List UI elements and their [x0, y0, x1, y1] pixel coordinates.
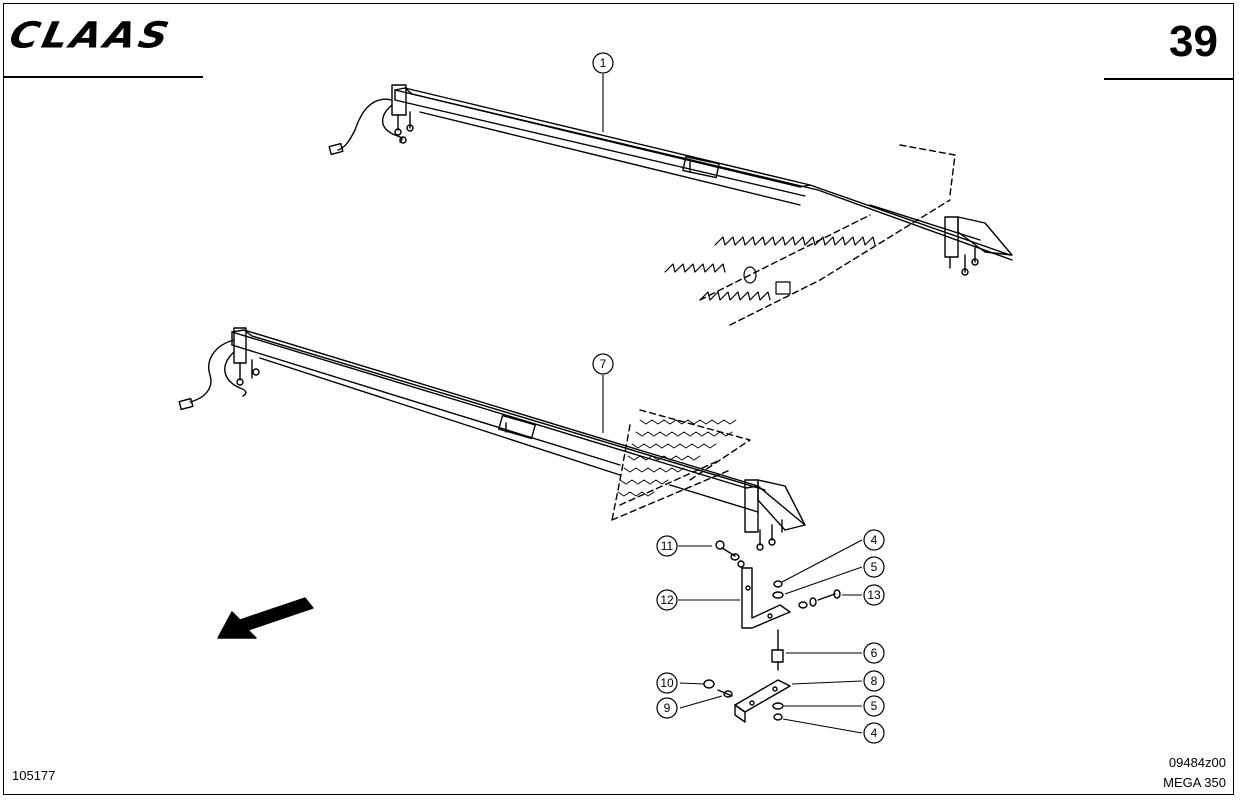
callout-11: 11: [656, 535, 678, 557]
callout-8: 8: [863, 670, 885, 692]
assembly-1-bar: [394, 87, 1013, 261]
part-4-5-13-fasteners-upper: [772, 580, 841, 609]
callout-5-lower: 5: [863, 695, 885, 717]
svg-text:10: 10: [660, 676, 674, 690]
callout-7: 7: [592, 353, 614, 375]
part-6-stud: [771, 629, 784, 671]
callout-10: 10: [656, 672, 678, 694]
callout-4-upper: 4: [863, 529, 885, 551]
svg-text:1: 1: [600, 56, 607, 70]
svg-text:12: 12: [660, 593, 674, 607]
part-12-bracket: [741, 567, 791, 629]
callout-6: 6: [863, 642, 885, 664]
svg-text:6: 6: [871, 646, 878, 660]
callout-1: 1: [592, 52, 614, 74]
model-name: MEGA 350: [1163, 775, 1226, 790]
svg-text:5: 5: [871, 699, 878, 713]
part-8-plate: [734, 679, 791, 723]
assembly-1-left-bracket: [328, 84, 414, 156]
svg-text:5: 5: [871, 560, 878, 574]
svg-text:4: 4: [871, 726, 878, 740]
drawing-id: 105177: [12, 768, 56, 783]
callout-12: 12: [656, 589, 678, 611]
part-11-bolt: [715, 540, 745, 568]
header-rule-right: [1104, 78, 1234, 80]
callout-13: 13: [863, 584, 885, 606]
callout-9: 9: [656, 697, 678, 719]
assembly-1-knife-teeth: [664, 236, 876, 301]
svg-text:13: 13: [867, 588, 881, 602]
assembly-1-knife: [699, 144, 956, 326]
svg-text:4: 4: [871, 533, 878, 547]
part-9-10-fasteners: [703, 679, 733, 698]
header-rule-left: [3, 76, 203, 78]
callout-5-upper: 5: [863, 556, 885, 578]
svg-text:9: 9: [664, 701, 671, 715]
assembly-1-right-bracket: [944, 216, 1013, 276]
assembly-7-left-bracket: [178, 327, 260, 411]
page-number: 39: [1169, 17, 1218, 66]
svg-text:7: 7: [600, 357, 607, 371]
part-4-5-fasteners-lower: [772, 702, 784, 721]
direction-arrow: [217, 597, 314, 639]
svg-text:11: 11: [661, 539, 674, 553]
assembly-7-right-bracket: [744, 479, 806, 551]
assembly-7-guard-mesh: [617, 419, 737, 497]
page-frame: [3, 3, 1234, 795]
callout-4-lower: 4: [863, 722, 885, 744]
svg-text:8: 8: [871, 674, 878, 688]
assembly-7-bar: [231, 329, 806, 526]
reference-code: 09484z00: [1168, 755, 1226, 770]
